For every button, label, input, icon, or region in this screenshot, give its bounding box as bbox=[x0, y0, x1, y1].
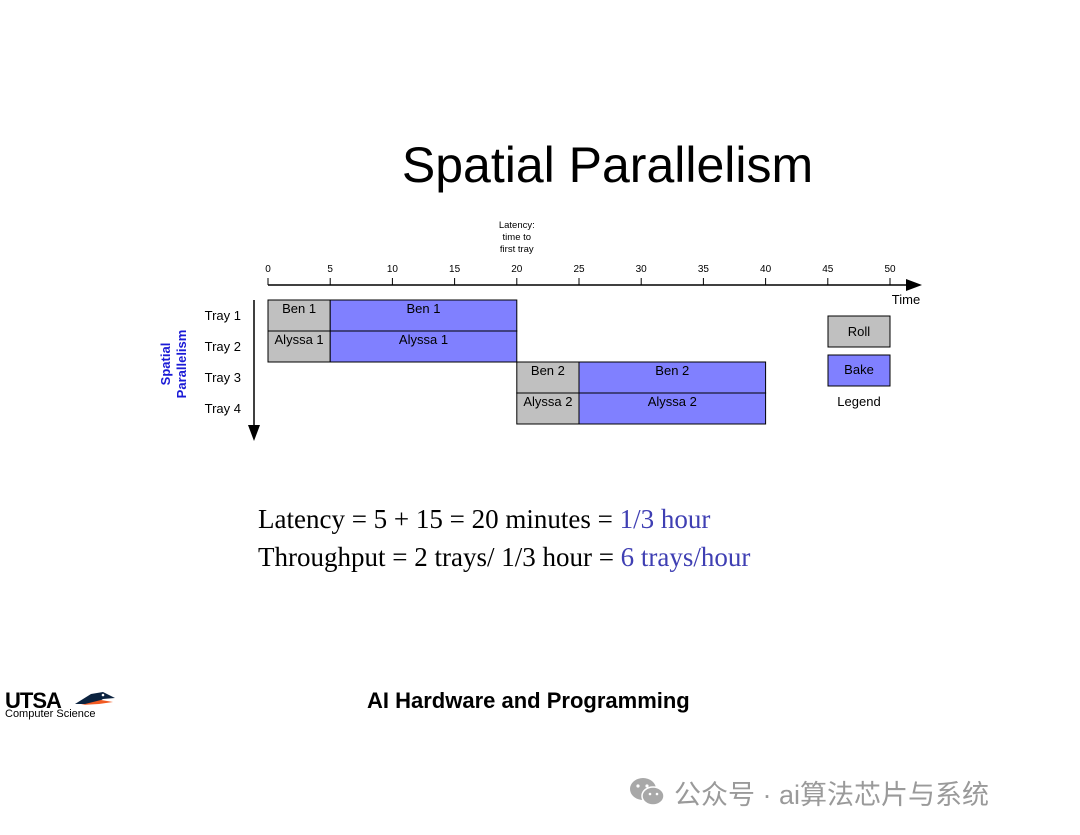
task-block: Alyssa 1 bbox=[267, 330, 331, 363]
tray-labels: Tray 1 Tray 2 Tray 3 Tray 4 bbox=[205, 308, 241, 416]
task-blocks: Ben 1 Ben 1 Alyssa 1 Alyssa 1 Ben 2 Ben 2 Alys… bbox=[267, 299, 767, 425]
task-block: Ben 2 bbox=[516, 361, 580, 394]
time-axis bbox=[268, 279, 922, 291]
tick-label: 5 bbox=[327, 264, 333, 275]
latency-annotation-line: first tray bbox=[500, 244, 534, 255]
tray-label: Tray 4 bbox=[205, 401, 241, 416]
tick-label: 10 bbox=[387, 264, 399, 275]
tick-label: 0 bbox=[265, 264, 271, 275]
tick-label: 25 bbox=[573, 264, 585, 275]
latency-annotation-line: Latency: bbox=[499, 220, 535, 231]
legend-title: Legend bbox=[837, 394, 880, 409]
slide-title: Spatial Parallelism bbox=[401, 137, 814, 193]
watermark: 公众号 · ai算法芯片与系统 bbox=[628, 772, 989, 812]
task-bar bbox=[267, 330, 331, 363]
legend-roll-swatch bbox=[827, 315, 891, 348]
task-block: Alyssa 2 bbox=[516, 392, 580, 425]
task-bar bbox=[516, 361, 580, 394]
utsa-logo: UTSA Computer Science bbox=[5, 688, 120, 724]
tick-label: 45 bbox=[822, 264, 834, 275]
tick-label: 30 bbox=[636, 264, 648, 275]
task-block: Ben 1 bbox=[267, 299, 331, 332]
task-label: Ben 1 bbox=[282, 301, 316, 316]
tray-label: Tray 2 bbox=[205, 339, 241, 354]
tray-axis bbox=[248, 300, 260, 441]
task-bar bbox=[516, 392, 580, 425]
legend-bake-label: Bake bbox=[844, 362, 874, 377]
wechat-icon bbox=[630, 778, 665, 806]
task-bar bbox=[578, 361, 767, 394]
task-label: Ben 1 bbox=[407, 301, 441, 316]
task-label: Ben 2 bbox=[531, 363, 565, 378]
logo-wordmark: UTSA bbox=[5, 688, 62, 713]
task-bar bbox=[329, 330, 518, 363]
task-label: Alyssa 2 bbox=[648, 394, 697, 409]
time-axis-label: Time bbox=[892, 292, 920, 307]
task-block: Alyssa 2 bbox=[578, 392, 767, 425]
y-axis-label-line1: Spatial bbox=[158, 343, 173, 386]
y-axis-label-line2: Parallelism bbox=[174, 330, 189, 399]
latency-equation-text: Latency = 5 + 15 = 20 minutes = bbox=[258, 504, 620, 534]
legend-bake-swatch bbox=[827, 354, 891, 387]
tray-label: Tray 3 bbox=[205, 370, 241, 385]
task-block: Ben 1 bbox=[329, 299, 518, 332]
tick-label: 15 bbox=[449, 264, 461, 275]
legend-roll-label: Roll bbox=[848, 324, 871, 339]
task-block: Alyssa 1 bbox=[329, 330, 518, 363]
throughput-equation: Throughput = 2 trays/ 1/3 hour = 6 trays… bbox=[258, 542, 750, 573]
task-label: Alyssa 1 bbox=[399, 332, 448, 347]
task-label: Alyssa 2 bbox=[523, 394, 572, 409]
logo-subtitle: Computer Science bbox=[5, 708, 96, 720]
throughput-equation-text: Throughput = 2 trays/ 1/3 hour = bbox=[258, 542, 621, 572]
tray-label: Tray 1 bbox=[205, 308, 241, 323]
latency-value: 1/3 hour bbox=[619, 504, 711, 534]
legend: Roll Bake Legend bbox=[827, 315, 891, 409]
watermark-text: 公众号 · ai算法芯片与系统 bbox=[674, 779, 990, 810]
task-label: Alyssa 1 bbox=[275, 332, 324, 347]
latency-equation: Latency = 5 + 15 = 20 minutes = 1/3 hour bbox=[258, 504, 710, 535]
roadrunner-icon bbox=[75, 692, 115, 705]
latency-annotation-line: time to bbox=[503, 232, 532, 243]
tick-label: 20 bbox=[511, 264, 523, 275]
task-label: Ben 2 bbox=[655, 363, 689, 378]
tick-labels: 0 5 10 15 20 25 30 35 40 45 50 bbox=[265, 264, 896, 285]
tick-label: 50 bbox=[884, 264, 896, 275]
task-block: Ben 2 bbox=[578, 361, 767, 394]
throughput-value: 6 trays/hour bbox=[620, 542, 751, 572]
task-bar bbox=[578, 392, 767, 425]
tick-label: 35 bbox=[698, 264, 710, 275]
footer-title: AI Hardware and Programming bbox=[367, 688, 690, 713]
tick-label: 40 bbox=[760, 264, 772, 275]
